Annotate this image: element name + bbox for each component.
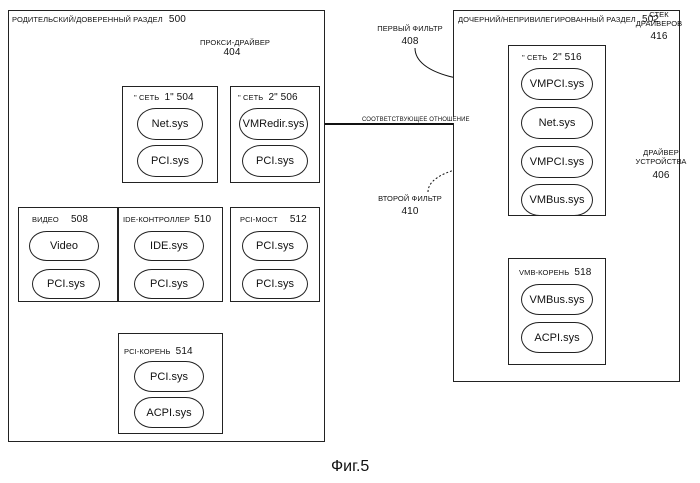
second-filter-label: ВТОРОЙ ФИЛЬТР 410: [372, 194, 448, 217]
first-filter-number: 408: [375, 36, 445, 47]
device-driver-label: ДРАЙВЕР УСТРОЙСТВА 406: [634, 148, 688, 181]
vmb-root-label: VMB-КОРЕНЬ 518: [519, 267, 591, 278]
second-filter-number: 410: [372, 206, 448, 217]
driver-stack-line2: ДРАЙВЕРОВ: [634, 19, 684, 28]
device-driver-line2: УСТРОЙСТВА: [634, 157, 688, 166]
child-net2-driver-3: VMPCI.sys: [521, 146, 593, 178]
child-partition-title: ДОЧЕРНИЙ/НЕПРИВИЛЕГИРОВАННЫЙ РАЗДЕЛ: [458, 15, 636, 24]
child-net2-driver-4: VMBus.sys: [521, 184, 593, 216]
parent-partition-label: РОДИТЕЛЬСКИЙ/ДОВЕРЕННЫЙ РАЗДЕЛ 500: [12, 14, 186, 25]
ide-number: 510: [194, 214, 211, 225]
video-label: ВИДЕО 508: [32, 214, 88, 225]
child-net2-number: 2" 516: [552, 52, 581, 63]
vmb-root-driver-1: VMBus.sys: [521, 284, 593, 315]
pci-root-driver-2: ACPI.sys: [134, 397, 204, 428]
parent-partition-number: 500: [169, 14, 186, 25]
net2-driver-1: VMRedir.sys: [239, 108, 308, 140]
child-net2-label: " СЕТЬ 2" 516: [522, 52, 582, 63]
first-filter-text: ПЕРВЫЙ ФИЛЬТР: [375, 24, 445, 33]
child-net2-title: " СЕТЬ: [522, 53, 547, 62]
net1-driver-2: PCI.sys: [137, 145, 203, 177]
pci-root-label: PCI-КОРЕНЬ 514: [124, 346, 193, 357]
pci-bridge-label: PCI-МОСТ 512: [240, 214, 307, 225]
net1-number: 1" 504: [164, 92, 193, 103]
pci-bridge-number: 512: [290, 214, 307, 225]
proxy-driver-label: ПРОКСИ-ДРАЙВЕР 404: [200, 38, 264, 58]
net2-number: 2" 506: [268, 92, 297, 103]
pci-root-driver-1: PCI.sys: [134, 361, 204, 392]
net2-label: " СЕТЬ 2" 506: [238, 92, 298, 103]
vmb-root-driver-2: ACPI.sys: [521, 322, 593, 353]
vmb-root-number: 518: [574, 267, 591, 278]
device-driver-number: 406: [634, 170, 688, 181]
vmb-root-title: VMB-КОРЕНЬ: [519, 268, 569, 277]
ide-label: IDE-КОНТРОЛЛЕР 510: [123, 214, 211, 225]
video-driver-1: Video: [29, 231, 99, 261]
net2-title: " СЕТЬ: [238, 93, 263, 102]
net2-driver-2: PCI.sys: [242, 145, 308, 177]
child-net2-driver-1: VMPCI.sys: [521, 68, 593, 100]
ide-title: IDE-КОНТРОЛЛЕР: [123, 215, 190, 224]
child-partition-label: ДОЧЕРНИЙ/НЕПРИВИЛЕГИРОВАННЫЙ РАЗДЕЛ 502: [458, 14, 659, 25]
pci-bridge-driver-2: PCI.sys: [242, 269, 308, 299]
pci-root-number: 514: [176, 346, 193, 357]
video-number: 508: [71, 214, 88, 225]
device-driver-line1: ДРАЙВЕР: [634, 148, 688, 157]
ide-driver-1: IDE.sys: [134, 231, 204, 261]
proxy-driver-text: ПРОКСИ-ДРАЙВЕР: [200, 38, 264, 47]
video-title: ВИДЕО: [32, 215, 59, 224]
net1-title: " СЕТЬ: [134, 93, 159, 102]
proxy-driver-number: 404: [200, 47, 264, 58]
first-filter-label: ПЕРВЫЙ ФИЛЬТР 408: [375, 24, 445, 47]
pci-bridge-title: PCI-МОСТ: [240, 215, 278, 224]
pci-bridge-driver-1: PCI.sys: [242, 231, 308, 261]
driver-stack-line1: СТЕК: [634, 10, 684, 19]
ide-driver-2: PCI.sys: [134, 269, 204, 299]
child-net2-driver-2: Net.sys: [521, 107, 593, 139]
pci-root-title: PCI-КОРЕНЬ: [124, 347, 170, 356]
net1-label: " СЕТЬ 1" 504: [134, 92, 194, 103]
second-filter-text: ВТОРОЙ ФИЛЬТР: [372, 194, 448, 203]
video-driver-2: PCI.sys: [32, 269, 100, 299]
parent-partition-title: РОДИТЕЛЬСКИЙ/ДОВЕРЕННЫЙ РАЗДЕЛ: [12, 15, 163, 24]
relation-label: СООТВЕТСТВУЮЩЕЕ ОТНОШЕНИЕ: [360, 117, 472, 123]
net1-driver-1: Net.sys: [137, 108, 203, 140]
driver-stack-number: 416: [634, 31, 684, 42]
driver-stack-label: СТЕК ДРАЙВЕРОВ 416: [634, 10, 684, 42]
figure-caption: Фиг.5: [331, 458, 369, 476]
